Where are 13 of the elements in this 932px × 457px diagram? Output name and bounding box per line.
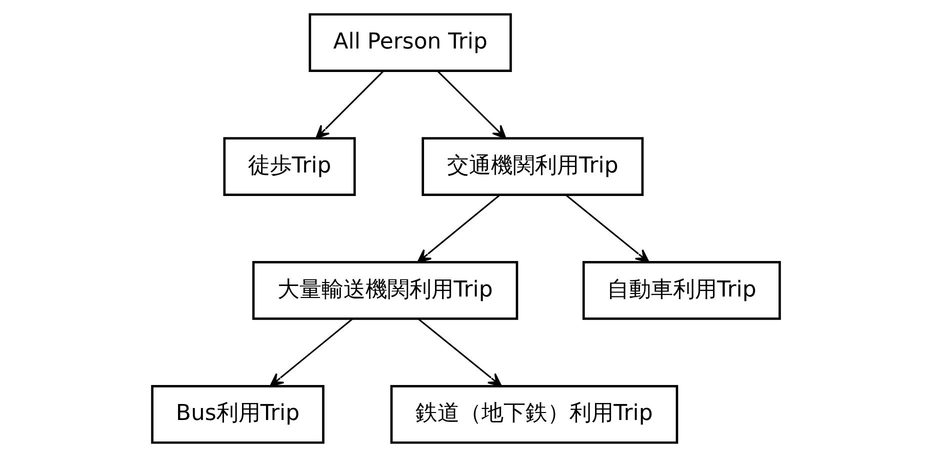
arrow bbox=[436, 70, 506, 140]
node-box: 徒歩Trip bbox=[223, 137, 356, 196]
arrow bbox=[270, 318, 353, 387]
node-box: All Person Trip bbox=[308, 13, 512, 72]
arrow bbox=[417, 194, 500, 263]
arrow bbox=[418, 318, 502, 387]
arrow bbox=[315, 70, 384, 140]
node-box: 鉄道（地下鉄）利用Trip bbox=[390, 384, 678, 444]
arrow bbox=[565, 194, 650, 263]
node-box: 交通機関利用Trip bbox=[422, 137, 644, 196]
node-box: 大量輸送機関利用Trip bbox=[252, 261, 518, 320]
node-box: 自動車利用Trip bbox=[582, 261, 781, 320]
node-box: Bus利用Trip bbox=[151, 384, 324, 444]
